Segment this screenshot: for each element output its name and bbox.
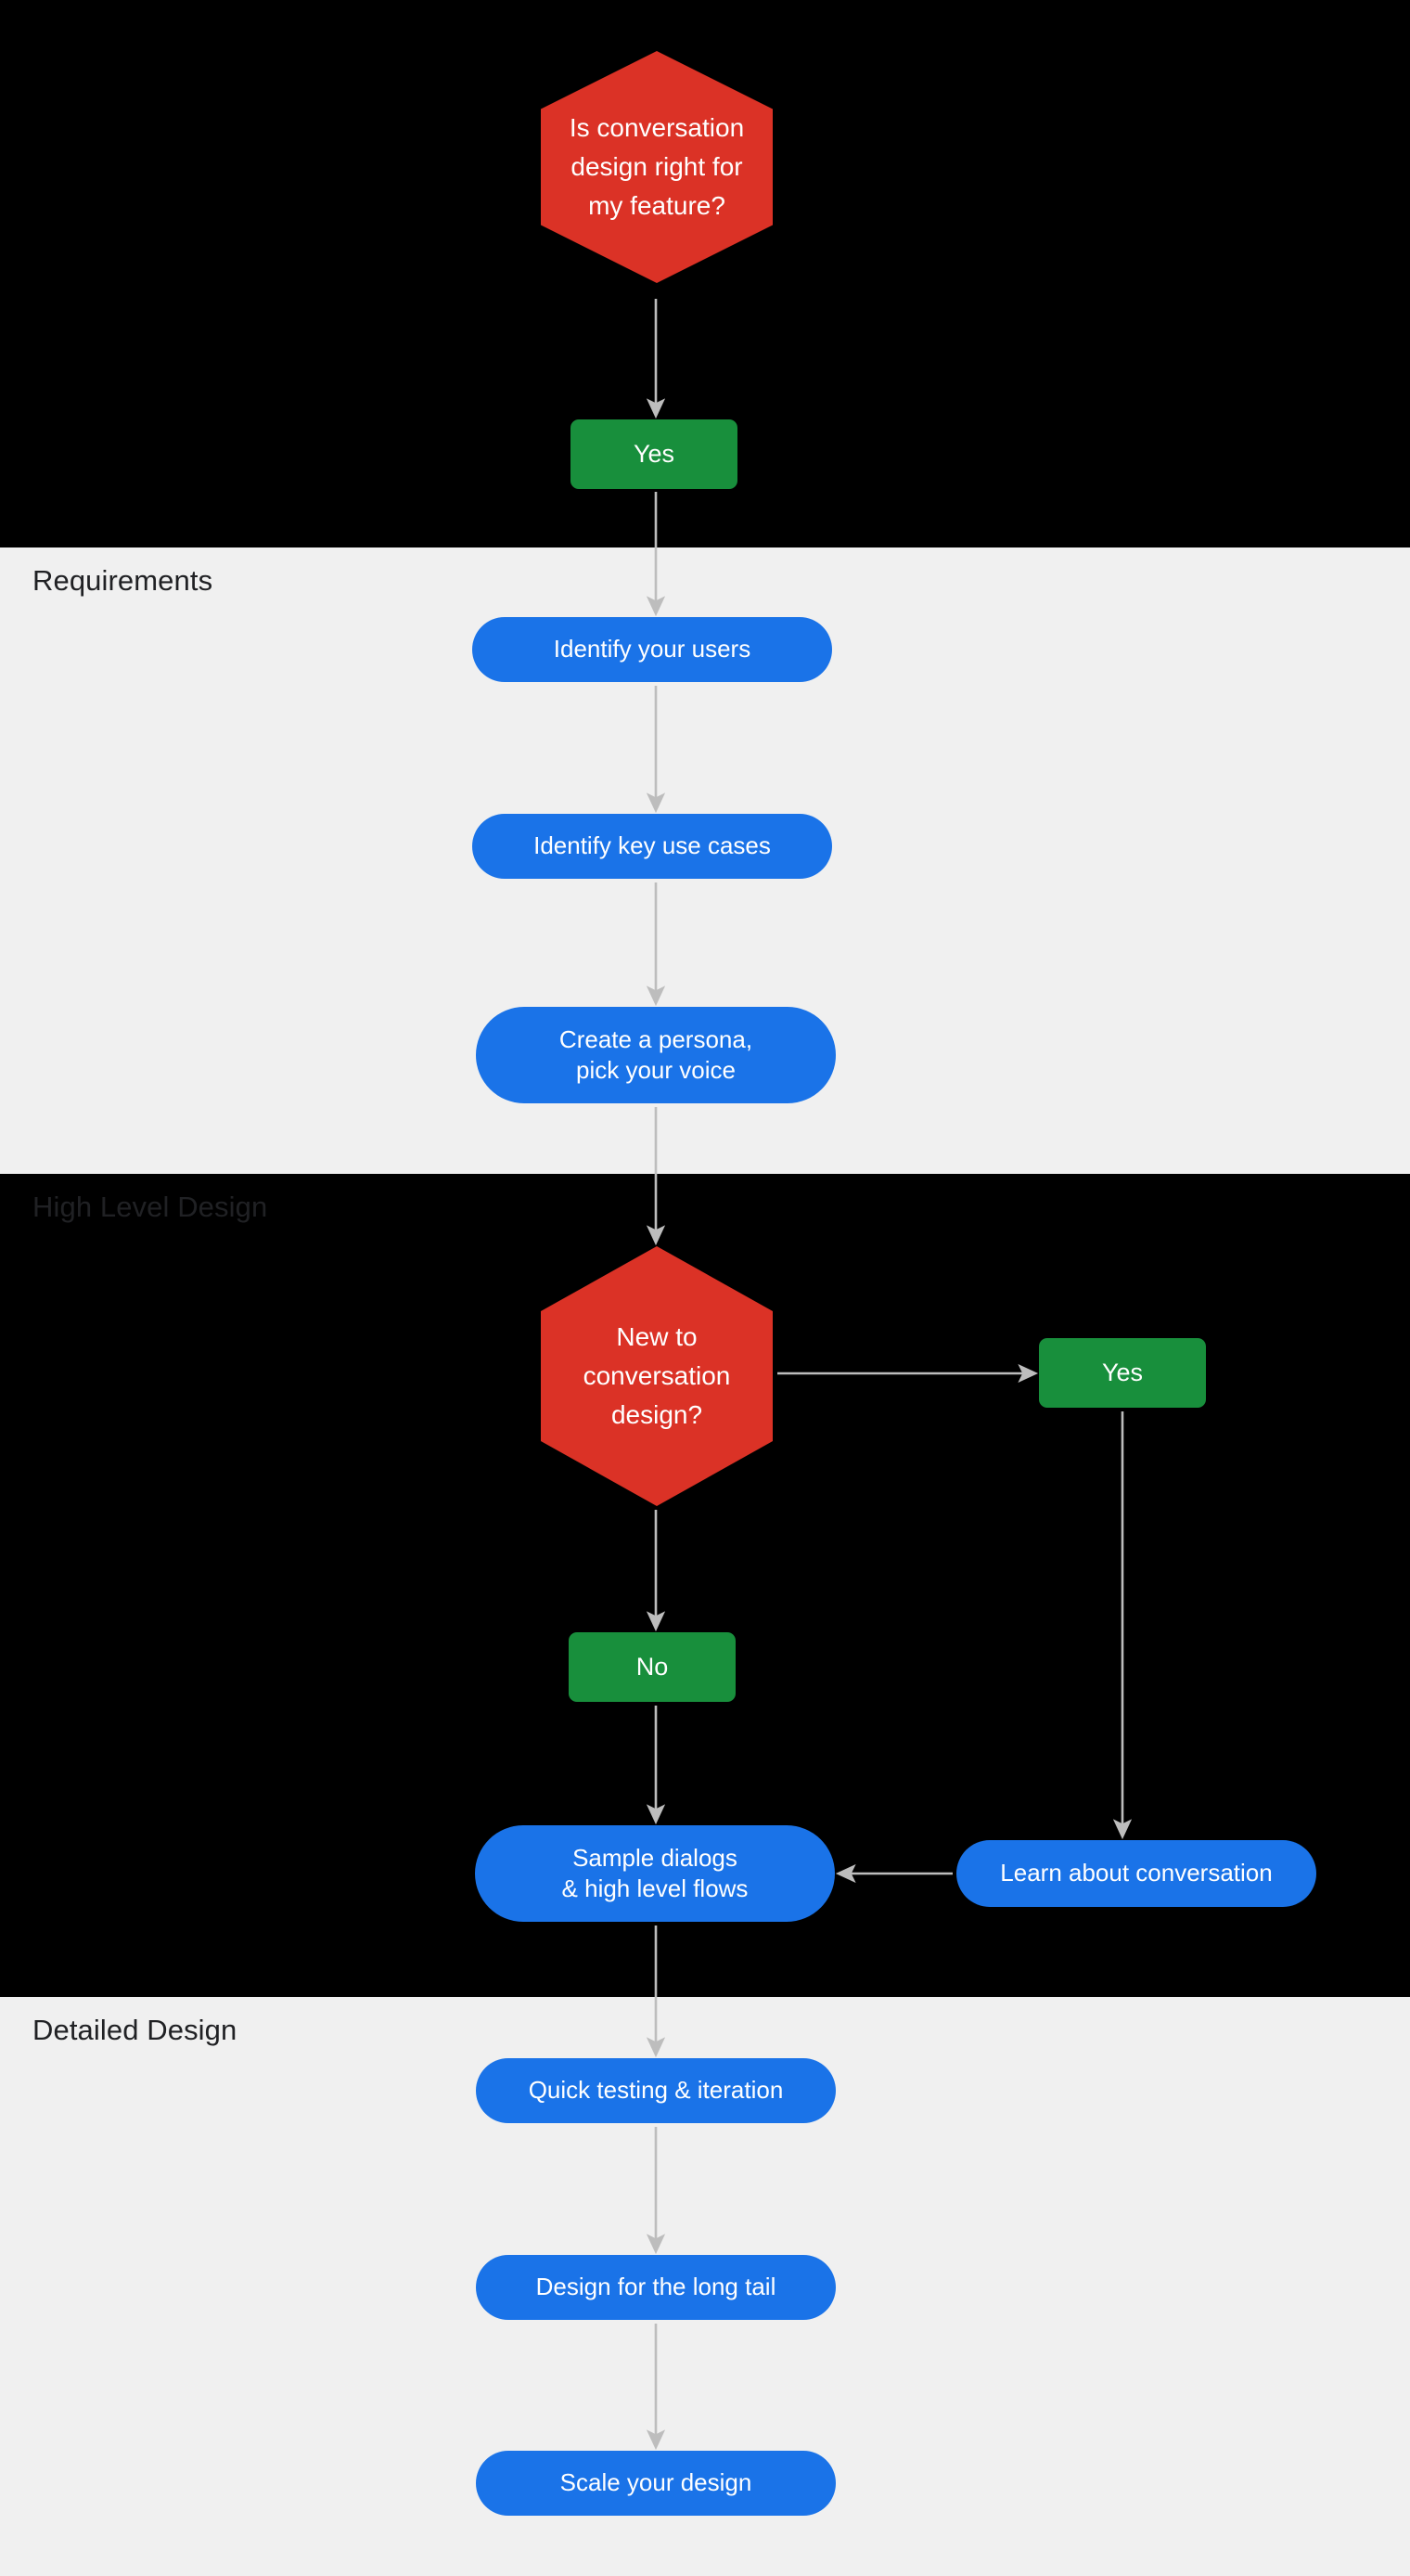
section-label-detailed-design: Detailed Design (32, 2014, 237, 2046)
node-step-quick-testing[interactable]: Quick testing & iteration (476, 2058, 836, 2123)
node-label: Create a persona, pick your voice (559, 1024, 752, 1087)
node-label: Is conversation design right for my featur… (559, 109, 754, 225)
node-label: Identify your users (554, 634, 750, 664)
node-label: Design for the long tail (536, 2272, 776, 2302)
node-label-line: Yes (1101, 1359, 1144, 1387)
node-label-line: Design for the long tail (535, 2273, 776, 2301)
node-label: Identify key use cases (533, 831, 771, 861)
node-step-identify-users[interactable]: Identify your users (472, 617, 832, 682)
node-label: No (636, 1651, 669, 1683)
node-label-line: design? (610, 1400, 703, 1429)
node-label-line: Identify key use cases (533, 831, 771, 860)
node-label: Yes (634, 438, 674, 470)
node-label: Learn about conversation (1000, 1858, 1272, 1888)
node-label-line: Is conversation (569, 113, 745, 142)
section-label-requirements: Requirements (32, 564, 213, 597)
node-label-line: Sample dialogs (572, 1843, 737, 1872)
node-step-create-persona[interactable]: Create a persona, pick your voice (476, 1007, 836, 1103)
node-label-line: Scale your design (559, 2468, 752, 2497)
node-decision-new-to-cd[interactable]: New to conversation design? (541, 1246, 773, 1506)
node-decision-right-for-feature[interactable]: Is conversation design right for my featur… (541, 51, 773, 283)
node-step-scale-design[interactable]: Scale your design (476, 2451, 836, 2516)
node-step-sample-dialogs[interactable]: Sample dialogs& high level flows (475, 1825, 835, 1922)
node-label-line: Identify your users (553, 635, 751, 663)
node-label-line: Quick testing & iteration (528, 2076, 784, 2105)
node-label-line: Create a persona, (558, 1024, 753, 1053)
node-label: New to conversation design? (559, 1318, 754, 1435)
node-label: Sample dialogs& high level flows (562, 1843, 749, 1905)
node-label-line: Learn about conversation (1000, 1859, 1273, 1887)
section-label-high-level-design: High Level Design (32, 1191, 268, 1223)
node-step-long-tail[interactable]: Design for the long tail (476, 2255, 836, 2320)
node-label: Yes (1102, 1357, 1143, 1389)
node-answer-no[interactable]: No (569, 1632, 736, 1702)
node-label-line: my feature? (588, 191, 725, 220)
node-answer-yes-2[interactable]: Yes (1039, 1338, 1206, 1408)
node-label-line: No (635, 1653, 669, 1681)
node-label-line: conversation (583, 1361, 731, 1390)
node-answer-yes-1[interactable]: Yes (570, 419, 737, 489)
node-label-line: Yes (633, 440, 675, 469)
node-label: Scale your design (560, 2467, 752, 2498)
node-label-line: New to (616, 1322, 698, 1351)
hexagon-shape (541, 51, 773, 283)
node-step-identify-use-cases[interactable]: Identify key use cases (472, 814, 832, 879)
node-label-line: design right for (570, 152, 743, 181)
node-step-learn-conversation[interactable]: Learn about conversation (956, 1840, 1316, 1907)
node-label-line: & high level flows (561, 1874, 749, 1902)
node-label: Quick testing & iteration (529, 2075, 784, 2106)
node-label-line: pick your voice (576, 1056, 736, 1084)
